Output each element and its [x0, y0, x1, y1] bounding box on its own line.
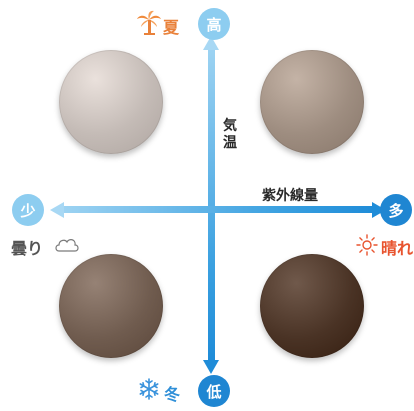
- low-marker: 低: [198, 375, 230, 407]
- uv-axis-arrow-left: [50, 202, 64, 218]
- lens-swatch-high-temp-low-uv: [59, 50, 163, 154]
- cloudy-label: 曇り: [11, 239, 44, 258]
- sun-icon: [356, 234, 378, 256]
- winter-label: 冬: [164, 385, 181, 404]
- temperature-axis-title: 気温: [223, 118, 237, 151]
- cloud-icon: [54, 235, 80, 253]
- temperature-axis: [208, 48, 215, 360]
- temperature-axis-arrow-down: [203, 360, 219, 374]
- few-marker: 少: [12, 194, 44, 226]
- uv-axis-title: 紫外線量: [262, 188, 318, 204]
- uv-axis: [62, 206, 374, 213]
- lens-swatch-low-temp-low-uv: [59, 254, 163, 358]
- high-marker: 高: [198, 8, 230, 40]
- summer-label: 夏: [163, 18, 180, 37]
- snowflake-icon: [137, 377, 161, 401]
- many-marker: 多: [380, 194, 412, 226]
- palm-tree-icon: [136, 10, 162, 36]
- lens-swatch-low-temp-high-uv: [260, 254, 364, 358]
- lens-swatch-high-temp-high-uv: [260, 50, 364, 154]
- sunny-label: 晴れ: [381, 239, 414, 258]
